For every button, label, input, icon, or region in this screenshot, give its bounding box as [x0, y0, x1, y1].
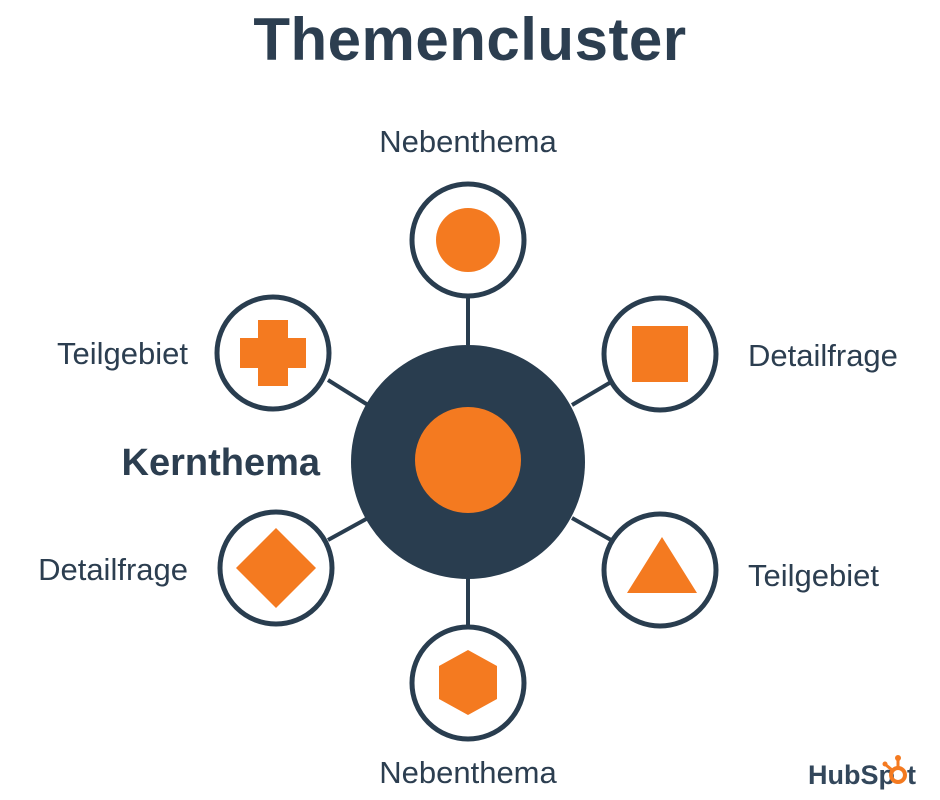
plus-icon: [240, 320, 306, 386]
hubspot-logo: HubSp t: [808, 755, 916, 790]
core-circle-icon: [415, 407, 521, 513]
node-top: [409, 181, 527, 299]
connector-lower-left: [327, 516, 369, 542]
logo-text-after: t: [907, 760, 916, 790]
hexagon-icon: [439, 650, 497, 715]
connector-upper-left: [326, 378, 370, 407]
connectors: [326, 298, 613, 625]
logo-text-before: HubSp: [808, 760, 895, 790]
label-bottom: Nebenthema: [379, 755, 557, 790]
core-topic-node: [351, 345, 585, 579]
connector-upper-right: [570, 380, 613, 407]
label-lower-left: Detailfrage: [38, 552, 188, 587]
node-upper-left: [214, 294, 332, 412]
circle-icon: [436, 208, 500, 272]
node-lower-right: [601, 511, 719, 629]
page-title: Themencluster: [253, 6, 687, 73]
triangle-icon: [627, 537, 697, 593]
node-upper-right: [601, 295, 719, 413]
node-bottom: [409, 624, 527, 742]
node-lower-left: [217, 509, 335, 627]
label-top: Nebenthema: [379, 124, 557, 159]
label-lower-right: Teilgebiet: [748, 558, 879, 593]
diamond-icon: [236, 528, 316, 608]
label-upper-left: Teilgebiet: [57, 336, 188, 371]
connector-lower-right: [571, 516, 612, 542]
square-icon: [632, 326, 688, 382]
label-upper-right: Detailfrage: [748, 338, 898, 373]
sprocket-icon: [882, 755, 907, 784]
label-core: Kernthema: [122, 442, 321, 484]
